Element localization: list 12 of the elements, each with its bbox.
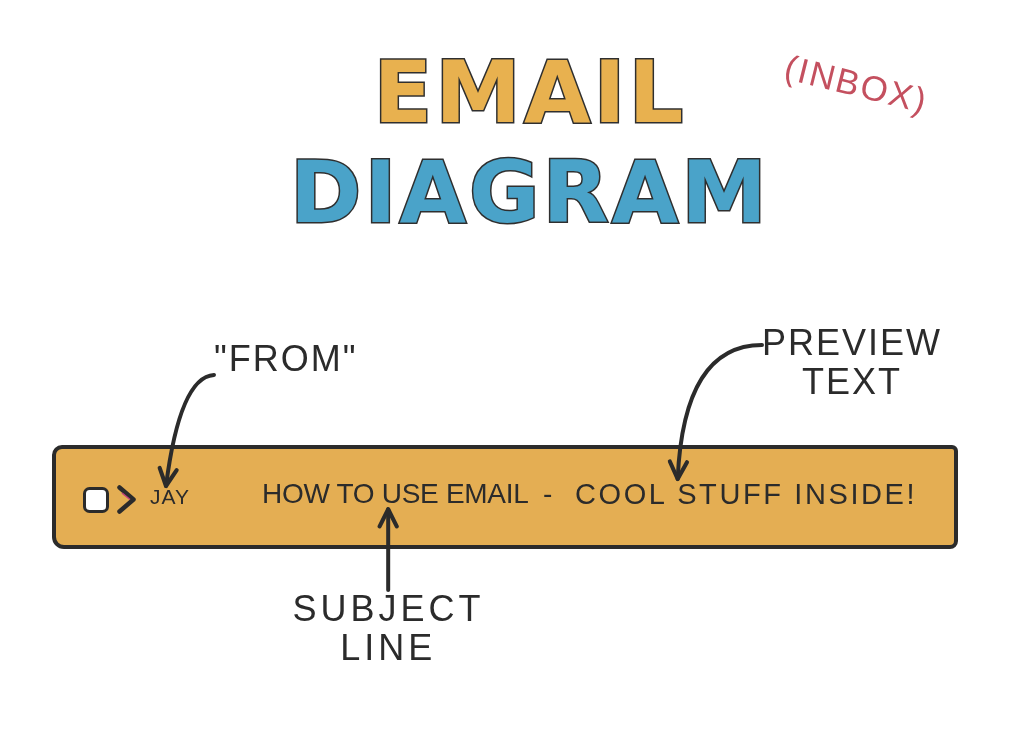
- leader-arrow: [157, 373, 216, 489]
- from-label: "FROM": [214, 340, 358, 379]
- title: EMAIL DIAGRAM: [290, 42, 770, 242]
- preview-text: COOL STUFF INSIDE!: [575, 479, 918, 511]
- subject-label: SUBJECT LINE: [292, 590, 484, 668]
- leader-arrow: [377, 507, 399, 592]
- preview-label: PREVIEW TEXT: [762, 324, 943, 402]
- sender-name: JAY: [150, 486, 190, 509]
- leader-arrow: [668, 343, 764, 482]
- email-row-bar: [52, 445, 958, 549]
- subject-text: HOW TO USE EMAIL: [262, 479, 529, 510]
- dash-separator: -: [543, 479, 553, 510]
